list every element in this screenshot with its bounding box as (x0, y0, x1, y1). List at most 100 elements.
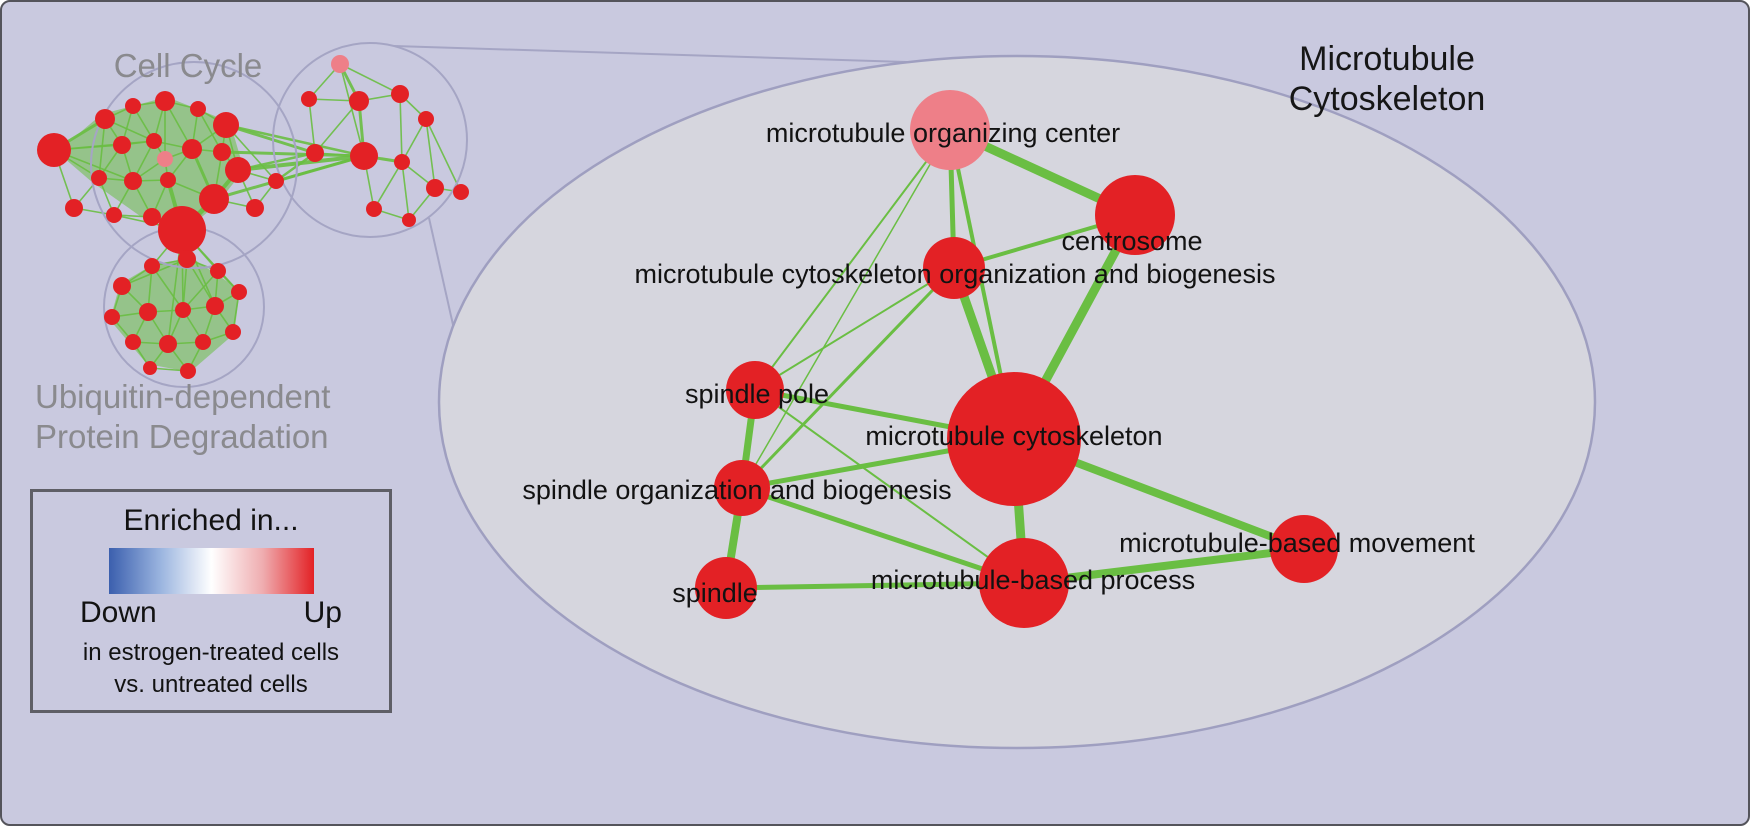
mini-node (95, 109, 115, 129)
node-label-mbm: microtubule-based movement (1119, 528, 1475, 558)
mini-node (418, 111, 434, 127)
node-spindle_pole (726, 361, 784, 419)
mini-node (125, 98, 141, 114)
edge-spindle_org-mbp (739, 485, 1027, 586)
node-label-spindle_org: spindle organization and biogenesis (522, 475, 951, 505)
mini-node (206, 297, 224, 315)
node-mc (947, 372, 1081, 506)
node-label-mbp: microtubule-based process (871, 565, 1195, 595)
mini-node (175, 302, 191, 318)
mini-node (146, 133, 162, 149)
mini-edge (314, 100, 360, 154)
cluster-title-ubiquitin-line1: Ubiquitin-dependent (35, 378, 330, 415)
mini-edge (186, 258, 216, 307)
cluster-title-ubiquitin-line2: Protein Degradation (35, 418, 329, 455)
mini-node (453, 184, 469, 200)
mini-node (106, 207, 122, 223)
mini-edge (425, 118, 462, 193)
mini-node (225, 157, 251, 183)
mini-node (366, 201, 382, 217)
mini-node (350, 142, 378, 170)
mini-node (213, 143, 231, 161)
node-centrosome (1095, 175, 1175, 255)
mini-node (178, 250, 196, 268)
node-label-centrosome: centrosome (1061, 226, 1202, 256)
mini-edge (275, 154, 365, 183)
node-mbm (1270, 515, 1338, 583)
cluster-circle-microtubule-cytoskeleton (272, 42, 468, 238)
node-spindle_org (714, 460, 770, 516)
mini-node (225, 324, 241, 340)
edge-spindle_pole-mbp (754, 389, 1025, 584)
mini-node (246, 199, 264, 217)
detail-network-nodes (695, 90, 1338, 628)
mini-node (124, 172, 142, 190)
mini-network-nodes (37, 55, 469, 379)
cluster-circle-cell-cycle (90, 61, 298, 269)
edge-mcob-spindle_org (740, 266, 956, 490)
mini-node (160, 172, 176, 188)
mini-node (113, 277, 131, 295)
node-label-mc: microtubule cytoskeleton (865, 421, 1162, 451)
mini-node (37, 133, 71, 167)
mini-edge (237, 151, 316, 172)
legend: Enriched in... Down Up in estrogen-treat… (30, 489, 392, 713)
edge-mbp-mbm (1020, 545, 1308, 587)
detail-title-line1: Microtubule (1299, 40, 1475, 78)
node-mbp (979, 538, 1069, 628)
mini-edge (373, 161, 403, 210)
cluster-title-cell-cycle: Cell Cycle (114, 47, 263, 84)
mini-node (268, 173, 284, 189)
mini-node (391, 85, 409, 103)
mini-edge (151, 265, 184, 311)
mini-edge (339, 63, 401, 95)
mini-node (113, 136, 131, 154)
mini-node (104, 309, 120, 325)
legend-caption-line1: in estrogen-treated cells (82, 639, 340, 666)
mini-node (143, 208, 161, 226)
mini-node (144, 258, 160, 274)
mini-node (190, 101, 206, 117)
mini-node (65, 199, 83, 217)
node-moc (910, 90, 990, 170)
legend-down-label: Down (80, 596, 157, 629)
mini-node (91, 170, 107, 186)
node-label-moc: microtubule organizing center (766, 118, 1120, 148)
mini-node (182, 139, 202, 159)
legend-up-label: Up (303, 596, 342, 629)
legend-title: Enriched in... (123, 504, 299, 537)
mini-node (180, 363, 196, 379)
node-spindle (695, 557, 757, 619)
mini-edge (182, 270, 219, 311)
mini-node (426, 179, 444, 197)
mini-node (306, 144, 324, 162)
legend-gradient-bar (108, 548, 314, 594)
mini-node (394, 154, 410, 170)
edge-moc-spindle_pole (754, 129, 951, 391)
mini-edge (399, 93, 403, 163)
mini-node (195, 334, 211, 350)
legend-caption-line2: vs. untreated cells (114, 670, 308, 698)
zoom-callout-line (393, 45, 908, 63)
mini-node (231, 284, 247, 300)
mini-node (155, 91, 175, 111)
node-label-spindle_pole: spindle pole (685, 379, 829, 409)
mini-node (157, 151, 173, 167)
mini-node (210, 263, 226, 279)
mini-edge (308, 98, 316, 154)
detail-title-line2: Cytoskeleton (1289, 80, 1486, 118)
node-label-mcob: microtubule cytoskeleton organization an… (635, 259, 1276, 289)
mini-node (143, 361, 157, 375)
mini-node (159, 335, 177, 353)
node-mcob (923, 237, 985, 299)
mini-edge (401, 118, 427, 163)
mini-node (139, 303, 157, 321)
mini-node (158, 206, 206, 254)
mini-node (213, 112, 239, 138)
mini-node (199, 184, 229, 214)
mini-node (402, 213, 416, 227)
mini-edge (425, 118, 436, 189)
mini-node (125, 334, 141, 350)
